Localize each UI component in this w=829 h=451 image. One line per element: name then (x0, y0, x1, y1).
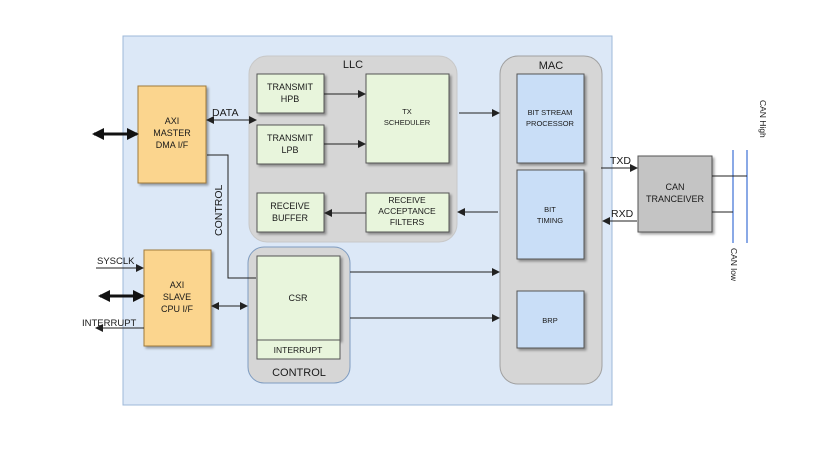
rxd-signal-label: RXD (611, 208, 634, 220)
axi-slave-label-2: SLAVE (163, 292, 191, 302)
bit-timing-label-2: TIMING (537, 216, 563, 225)
transmit-lpb-label-2: LPB (281, 145, 298, 155)
csr-block: CSR (256, 255, 341, 341)
interrupt-signal-label: INTERRUPT (82, 318, 137, 329)
sysclk-signal-label: SYSCLK (97, 256, 135, 267)
tx-scheduler-block: TX SCHEDULER (365, 73, 450, 164)
transmit-hpb-block: TRANSMIT HPB (256, 73, 325, 114)
axi-master-block: AXI MASTER DMA I/F (137, 85, 207, 184)
can-bus (732, 150, 748, 243)
control-group-title: CONTROL (272, 367, 326, 379)
raf-label-1: RECEIVE (388, 195, 426, 205)
interrupt-block: INTERRUPT (256, 339, 341, 360)
can-transceiver-label-2: TRANCEIVER (646, 194, 705, 204)
tx-scheduler-label-1: TX (402, 107, 412, 116)
bit-timing-block: BIT TIMING (516, 169, 585, 260)
raf-label-2: ACCEPTANCE (378, 206, 436, 216)
tx-scheduler-label-2: SCHEDULER (384, 118, 431, 127)
receive-buffer-label-2: BUFFER (272, 213, 309, 223)
brp-block: BRP (516, 290, 585, 349)
transmit-hpb-label-2: HPB (281, 94, 300, 104)
can-low-label: CAN low (729, 248, 739, 282)
bsp-label-1: BIT STREAM (528, 108, 573, 117)
axi-master-label-2: MASTER (153, 128, 191, 138)
axi-master-label-1: AXI (165, 116, 180, 126)
txd-signal-label: TXD (610, 155, 631, 167)
transmit-lpb-label-1: TRANSMIT (267, 133, 314, 143)
axi-slave-label-3: CPU I/F (161, 304, 194, 314)
control-line (207, 154, 256, 279)
axi-master-label-3: DMA I/F (156, 140, 189, 150)
connections (95, 90, 638, 332)
bit-stream-processor-block: BIT STREAM PROCESSOR (516, 73, 585, 164)
can-high-label: CAN High (758, 100, 768, 138)
llc-title: LLC (343, 59, 363, 71)
bit-timing-label-1: BIT (544, 205, 556, 214)
can-transceiver-label-1: CAN (665, 182, 684, 192)
receive-buffer-label-1: RECEIVE (270, 201, 310, 211)
receive-acceptance-filters-block: RECEIVE ACCEPTANCE FILTERS (365, 192, 450, 233)
data-signal-label: DATA (212, 107, 238, 119)
axi-slave-block: AXI SLAVE CPU I/F (143, 249, 212, 347)
external-buses (92, 128, 145, 302)
control-signal-label: CONTROL (213, 185, 225, 236)
brp-label: BRP (542, 316, 557, 325)
raf-label-3: FILTERS (390, 217, 425, 227)
axi-slave-label-1: AXI (170, 280, 185, 290)
mac-title: MAC (539, 60, 564, 72)
interrupt-block-label: INTERRUPT (274, 345, 323, 355)
transmit-hpb-label-1: TRANSMIT (267, 82, 314, 92)
can-stubs (712, 175, 747, 213)
can-transceiver-block: CAN TRANCEIVER (637, 155, 713, 233)
receive-buffer-block: RECEIVE BUFFER (256, 192, 325, 233)
csr-label: CSR (288, 293, 308, 303)
bsp-label-2: PROCESSOR (526, 119, 575, 128)
transmit-lpb-block: TRANSMIT LPB (256, 124, 325, 165)
